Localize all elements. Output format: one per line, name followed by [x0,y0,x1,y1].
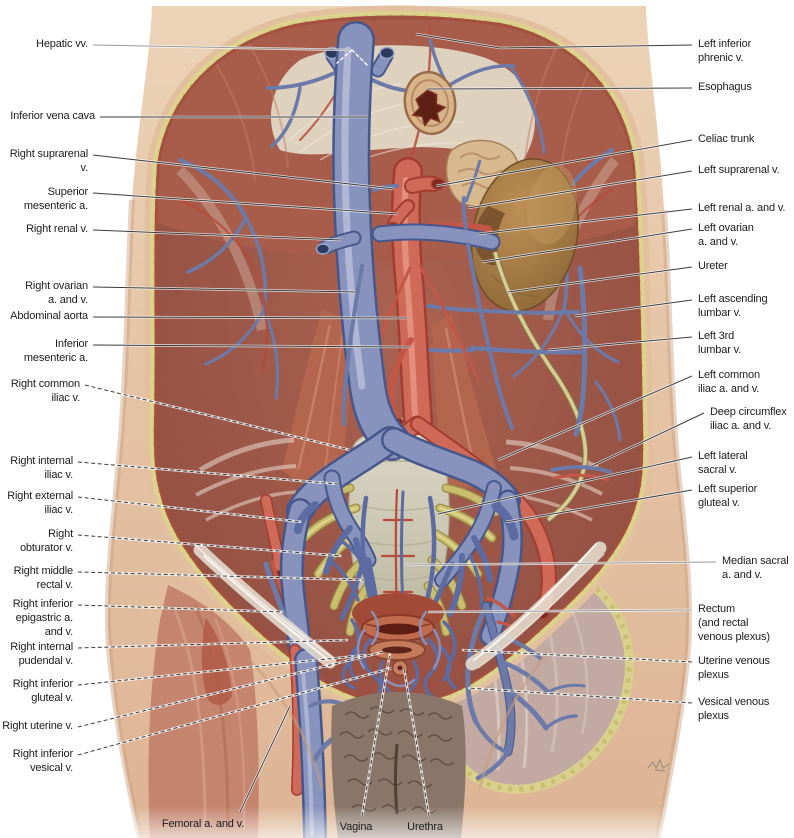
label-abdominal-aorta: Abdominal aorta [10,310,88,322]
label-left-ovarian-a-v: Left ovarian a. and v. [698,222,754,248]
label-esophagus: Esophagus [698,81,752,93]
label-right-middle-rectal-v: Right middle rectal v. [13,565,73,591]
label-left-lateral-sacral-v: Left lateral sacral v. [698,450,748,476]
label-urethra: Urethra [407,821,443,833]
label-right-suprarenal-v: Right suprarenal v. [9,148,88,174]
label-right-internal-pudendal-v: Right internal pudendal v. [10,641,73,667]
label-left-ascending-lumbar-v: Left ascending lumbar v. [698,293,768,319]
label-right-renal-v: Right renal v. [26,223,88,235]
label-right-external-iliac-v: Right external iliac v. [7,490,73,516]
label-median-sacral-a-v: Median sacral a. and v. [722,555,789,581]
label-right-common-iliac-v: Right common iliac v. [10,378,80,404]
label-celiac-trunk: Celiac trunk [698,133,755,145]
vagina-stump [368,639,426,661]
label-inferior-vena-cava: Inferior vena cava [10,110,95,122]
label-vesical-venous-plexus: Vesical venous plexus [698,696,770,722]
label-left-renal-a-v: Left renal a. and v. [698,202,786,214]
label-left-common-iliac-a-v: Left common iliac a. and v. [698,369,760,395]
label-right-internal-iliac-v: Right internal iliac v. [10,455,73,481]
label-uterine-venous-plexus: Uterine venous plexus [698,655,770,681]
label-right-uterine-v: Right uterine v. [2,720,73,732]
label-vagina: Vagina [339,821,373,833]
label-hepatic-vv: Hepatic vv. [36,38,88,50]
urethra-stump [391,659,409,677]
label-right-inferior-gluteal-v: Right inferior gluteal v. [12,678,73,704]
label-left-suprarenal-v: Left suprarenal v. [698,164,780,176]
label-right-ovarian-a-v: Right ovarian a. and v. [25,280,88,306]
artist-signature [647,758,670,772]
label-right-obturator-v: Right obturator v. [19,528,73,554]
label-left-3rd-lumbar-v: Left 3rd lumbar v. [698,330,742,356]
label-rectum: Rectum (and rectal venous plexus) [698,603,770,643]
inferior-mesenteric-artery [388,337,414,423]
median-sacral-artery [380,488,416,642]
label-deep-circumflex-iliac-a-v: Deep circumflex iliac a. and v. [710,406,787,432]
label-right-inferior-vesical-v: Right inferior vesical v. [12,748,73,774]
label-superior-mesenteric-a: Superior mesenteric a. [23,186,88,212]
label-femoral-a-v: Femoral a. and v. [161,818,245,830]
inferior-vena-cava-vessel [315,21,514,461]
rectum-stump [361,614,435,642]
label-left-inferior-phrenic-v: Left inferior phrenic v. [698,38,752,64]
label-left-superior-gluteal-v: Left superior gluteal v. [698,483,758,509]
label-ureter: Ureter [698,260,728,272]
label-right-inferior-epigastric: Right inferior epigastric a. and v. [12,598,73,638]
label-inferior-mesenteric-a: Inferior mesenteric a. [23,338,88,364]
bottom-fade [0,806,794,838]
